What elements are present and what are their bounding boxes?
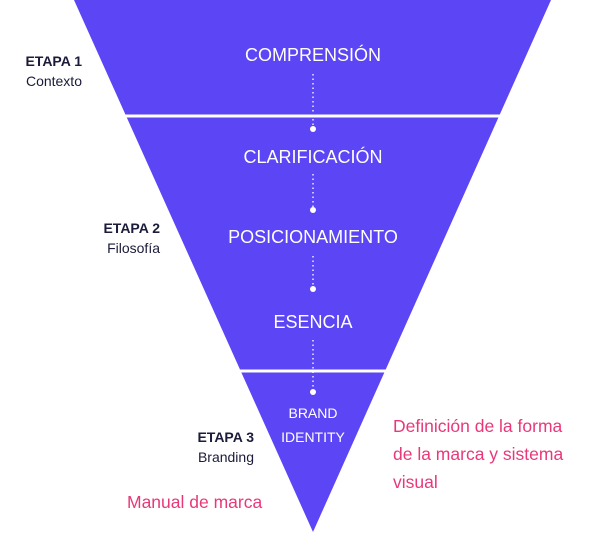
connector-1	[310, 74, 316, 132]
stage-2-title: ETAPA 2	[103, 220, 160, 236]
brand-identity-line2: IDENTITY	[281, 429, 345, 445]
brand-identity-line1: BRAND	[288, 405, 337, 421]
connector-2	[310, 174, 316, 213]
stage-3-title: ETAPA 3	[197, 429, 254, 445]
step-comprension: COMPRENSIÓN	[245, 44, 381, 65]
stage-1-label: ETAPA 1 Contexto	[25, 51, 82, 91]
stage-2-subtitle: Filosofía	[107, 240, 160, 256]
connector-3	[310, 256, 316, 292]
stage-3-label: ETAPA 3 Branding	[197, 427, 254, 467]
step-posicionamiento: POSICIONAMIENTO	[228, 227, 398, 247]
stage-3-subtitle: Branding	[197, 449, 254, 465]
connector-4	[310, 340, 316, 395]
stage-2-label: ETAPA 2 Filosofía	[103, 218, 160, 258]
stage-1-subtitle: Contexto	[25, 73, 82, 89]
step-esencia: ESENCIA	[273, 312, 352, 332]
step-clarificacion: CLARIFICACIÓN	[243, 146, 382, 167]
stage-1-title: ETAPA 1	[25, 53, 82, 69]
definition-annotation: Definición de la forma de la marca y sis…	[393, 416, 564, 492]
manual-annotation: Manual de marca	[127, 492, 263, 512]
